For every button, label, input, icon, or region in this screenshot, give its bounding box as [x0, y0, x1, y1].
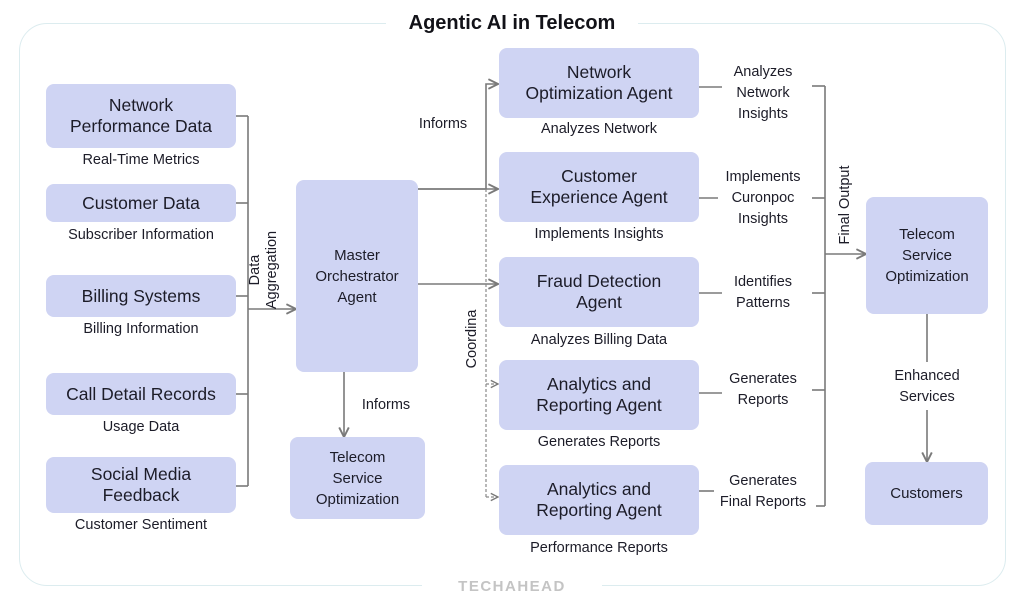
agent-analytics-reporting-final[interactable]: Analytics and Reporting Agent: [499, 465, 699, 535]
informs-label-bottom: Informs: [361, 397, 411, 413]
source-customer-data[interactable]: Customer Data: [46, 184, 236, 222]
coordina-label: Coordina: [464, 309, 480, 369]
final-output-label: Final Output: [837, 165, 853, 245]
agent-output-label: Analyzes Network Insights: [733, 64, 793, 122]
agent-output-label: Generates Final Reports: [719, 473, 807, 510]
source-billing-systems[interactable]: Billing Systems: [46, 275, 236, 317]
master-output-telecom-service-optimization[interactable]: Telecom Service Optimization: [290, 437, 425, 519]
source-network-performance-data[interactable]: Network Performance Data: [46, 84, 236, 148]
source-caption: Usage Data: [102, 419, 180, 435]
source-caption: Real-Time Metrics: [82, 152, 200, 168]
source-caption: Subscriber Information: [68, 227, 214, 243]
source-call-detail-records[interactable]: Call Detail Records: [46, 373, 236, 415]
source-caption: Billing Information: [83, 321, 199, 337]
diagram-title: Agentic AI in Telecom: [386, 9, 638, 37]
source-social-media-feedback[interactable]: Social Media Feedback: [46, 457, 236, 513]
agent-customer-experience[interactable]: Customer Experience Agent: [499, 152, 699, 222]
brand-logo: TECHAHEAD: [422, 576, 602, 598]
customers-box[interactable]: Customers: [865, 462, 988, 525]
agent-caption: Performance Reports: [530, 540, 668, 556]
agent-output-label: Implements Curonpoc Insights: [725, 169, 801, 227]
agent-caption: Generates Reports: [537, 434, 661, 450]
agent-output-label: Identifies Patterns: [733, 274, 793, 311]
master-orchestrator-agent[interactable]: Master Orchestrator Agent: [296, 180, 418, 372]
final-telecom-service-optimization[interactable]: Telecom Service Optimization: [866, 197, 988, 314]
agent-caption: Analyzes Network: [540, 121, 658, 137]
master-to-agent-1: [418, 84, 498, 190]
data-aggregation-label: Data Aggregation: [247, 230, 280, 310]
informs-label-top: Informs: [418, 116, 468, 132]
agent-caption: Analyzes Billing Data: [530, 332, 668, 348]
agent-analytics-reporting[interactable]: Analytics and Reporting Agent: [499, 360, 699, 430]
agent-fraud-detection[interactable]: Fraud Detection Agent: [499, 257, 699, 327]
agent-caption: Implements Insights: [534, 226, 664, 242]
enhanced-services-label: Enhanced Services: [894, 368, 960, 405]
source-caption: Customer Sentiment: [74, 517, 208, 533]
agent-network-optimization[interactable]: Network Optimization Agent: [499, 48, 699, 118]
agent-output-label: Generates Reports: [729, 371, 797, 408]
